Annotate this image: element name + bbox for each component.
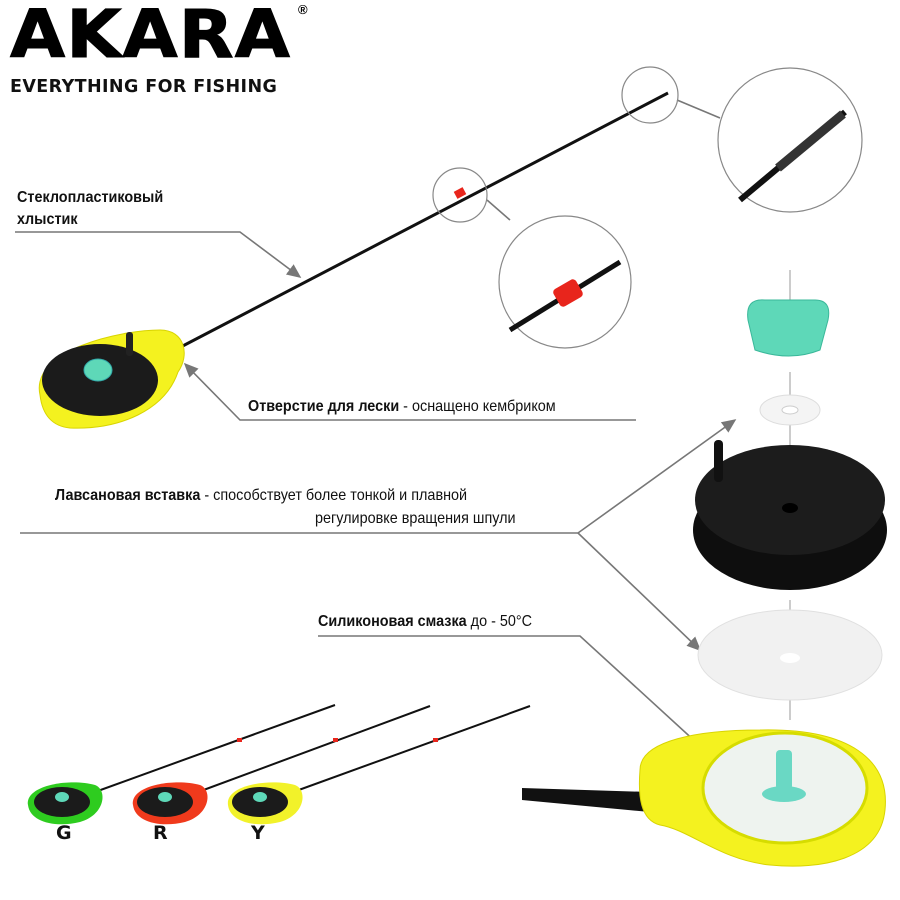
callout-lines — [15, 99, 737, 757]
color-variants — [27, 704, 531, 825]
callout-insert-rest: - способствует более тонкой и плавной — [200, 487, 468, 504]
callout-insert-line2: регулировке вращения шпули — [315, 510, 516, 527]
zoom-circle-tip — [717, 67, 863, 213]
grease-leader — [318, 635, 712, 757]
reel-handle — [126, 332, 133, 356]
callout-line-hole-bold: Отверстие для лески — [248, 398, 400, 415]
variant-label-yellow: Y — [251, 822, 265, 844]
callout-tip: Стеклопластиковый хлыстик — [17, 188, 163, 230]
variant-label-green: G — [56, 822, 72, 844]
callout-grease: Силиконовая смазка до - 50°C — [318, 612, 532, 632]
variant-label-red: R — [153, 822, 168, 844]
base-rod — [522, 788, 650, 812]
callout-insert: Лавсановая вставка - способствует более … — [55, 486, 467, 506]
registered-mark: ® — [298, 2, 308, 17]
zoom-connector-2 — [676, 99, 721, 119]
tip-end-detail — [775, 110, 846, 172]
callout-grease-bold: Силиконовая смазка — [318, 613, 467, 630]
reel-knob — [83, 358, 113, 382]
callout-line-hole: Отверстие для лески - оснащено кембриком — [248, 397, 556, 417]
axle-part — [776, 750, 792, 790]
insert-leader-down — [577, 532, 702, 652]
rod-tip — [174, 91, 669, 352]
zoom-circle-small-2 — [621, 66, 679, 124]
callout-grease-rest: до - 50 — [466, 613, 516, 630]
spool-part — [695, 445, 885, 555]
zoom-circle-small-1 — [432, 167, 488, 223]
callout-tip-line2: хлыстик — [17, 211, 78, 228]
knob-part — [747, 299, 830, 357]
brand-logo: AKARA — [9, 0, 292, 73]
callout-insert-bold: Лавсановая вставка — [55, 487, 201, 504]
red-cambric — [453, 187, 467, 199]
callout-grease-unit: °C — [515, 613, 533, 630]
line-hole-leader — [183, 362, 636, 421]
callout-line-hole-rest: - оснащено кембриком — [399, 398, 556, 415]
tip-leader — [15, 231, 302, 278]
callout-tip-line1: Стеклопластиковый — [17, 189, 164, 206]
zoom-connector-1 — [486, 199, 511, 221]
brand-tagline: EVERYTHING FOR FISHING — [10, 77, 278, 97]
cambric-detail — [553, 279, 583, 307]
spool-handle — [714, 440, 723, 482]
zoom-circle-cambric — [498, 215, 632, 349]
